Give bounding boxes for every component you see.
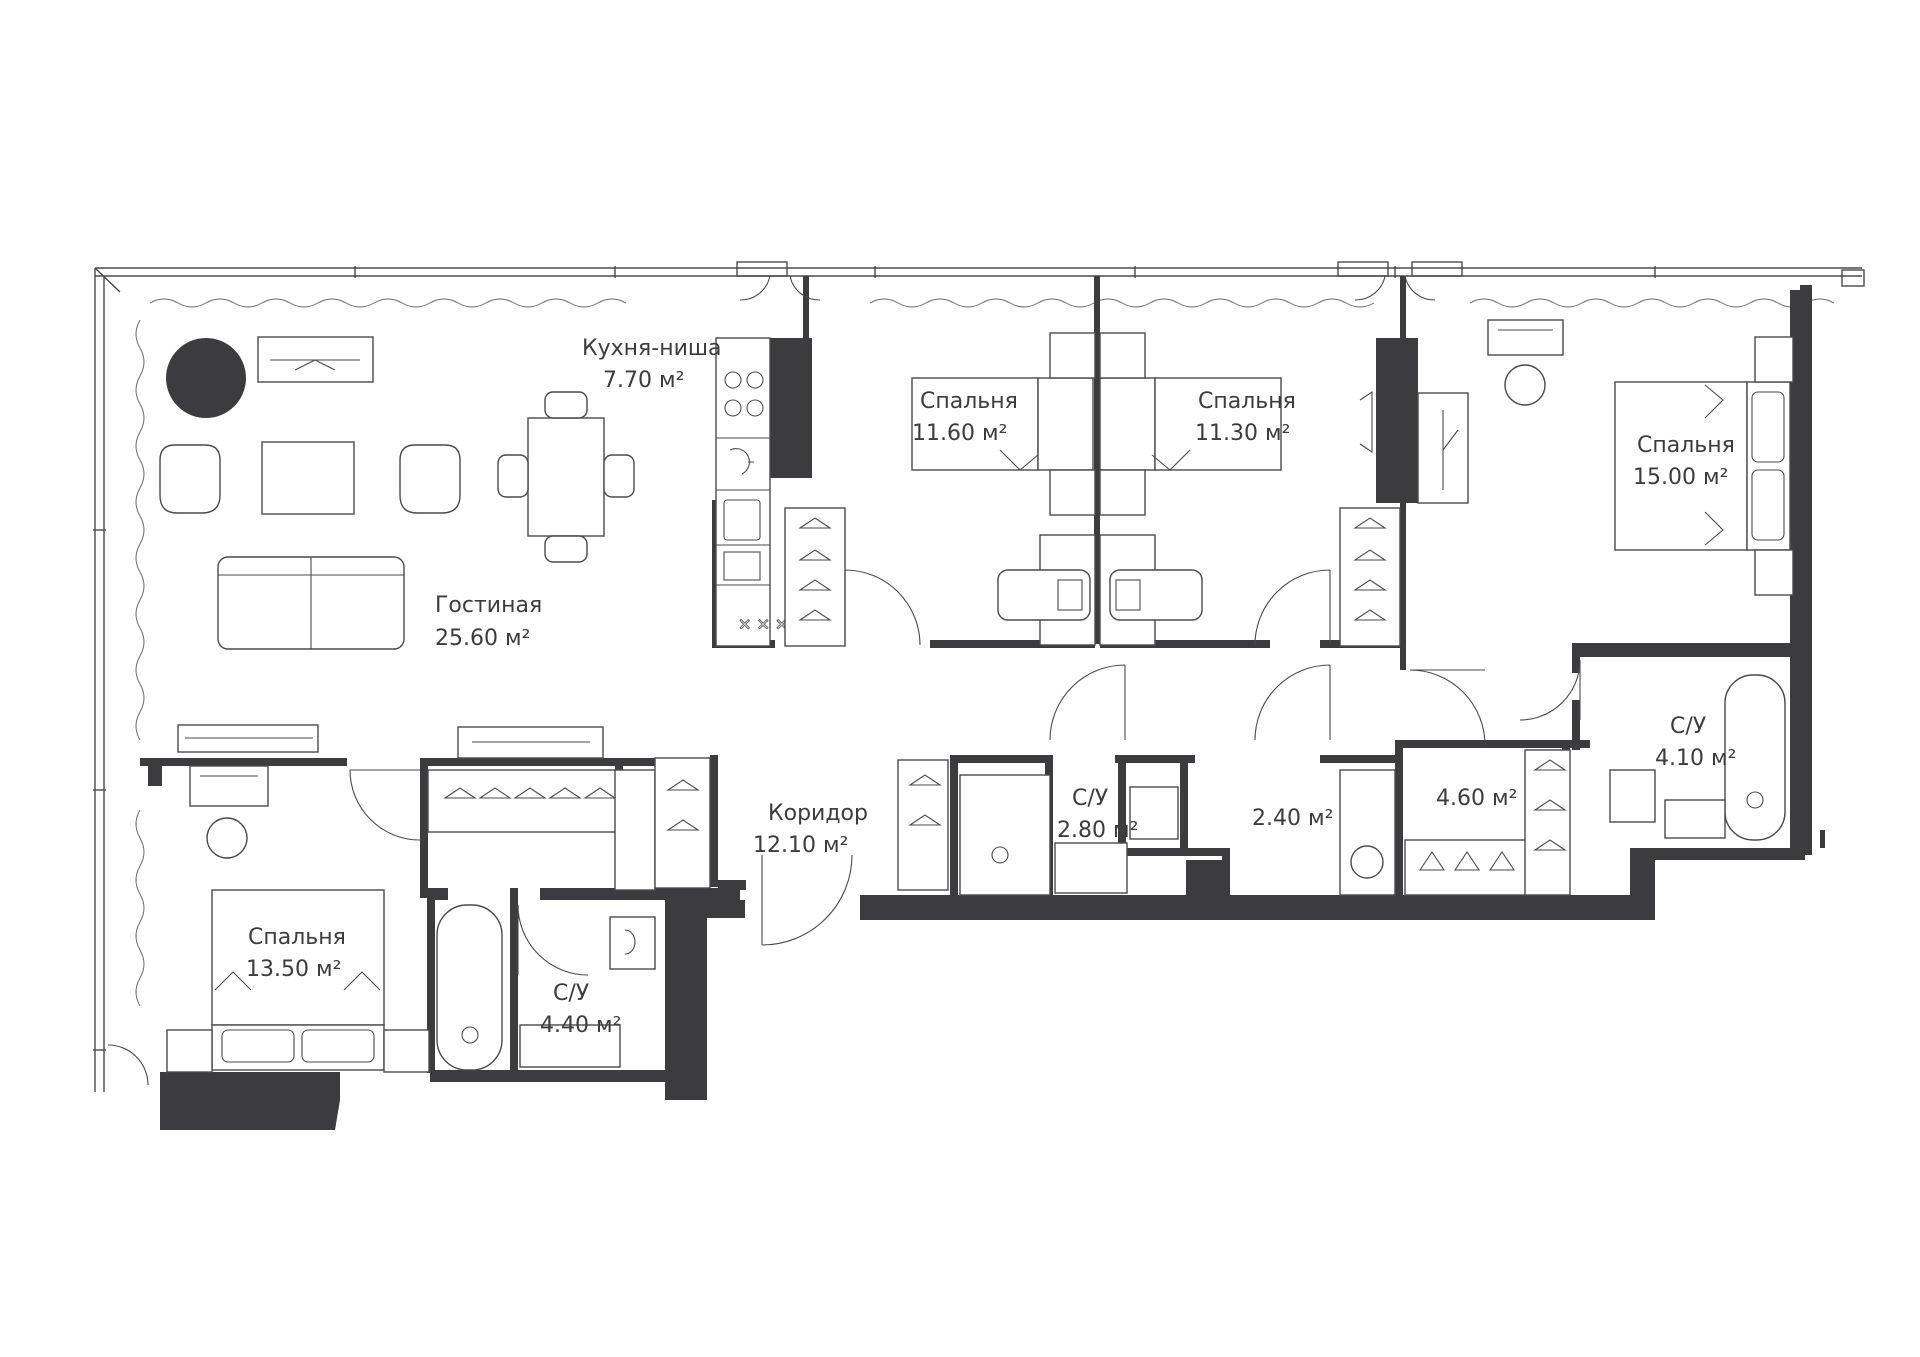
bedroom-2-area: 11.30 м² [1195, 421, 1290, 446]
bedroom-3-area: 15.00 м² [1633, 465, 1728, 490]
corridor-name: Коридор [768, 801, 868, 826]
bathroom-2-fixtures [959, 774, 1179, 896]
walls [140, 276, 1825, 1130]
bathroom-1-fixtures [436, 904, 656, 1071]
kitchen-name: Кухня-ниша [582, 336, 722, 361]
storage-1-area: 2.40 м² [1252, 806, 1333, 831]
living-furniture [159, 336, 635, 759]
wardrobe-center-right [1339, 390, 1469, 647]
living-area: 25.60 м² [435, 626, 530, 651]
exterior-glazing [93, 261, 1865, 1092]
doors [107, 275, 1581, 1086]
bath-3-area: 4.10 м² [1655, 746, 1736, 771]
curtains [135, 298, 1835, 1007]
bath-2-name: С/У [1072, 786, 1109, 811]
bath-3-name: С/У [1670, 714, 1707, 739]
bath-1-area: 4.40 м² [540, 1013, 621, 1038]
bath-2-area: 2.80 м² [1057, 818, 1138, 843]
wardrobe-lower-left [427, 757, 711, 891]
bathroom-3-fixtures [1609, 674, 1786, 841]
bedroom-1-furniture [911, 332, 1096, 646]
bedroom-1-area: 11.60 м² [912, 421, 1007, 446]
bedroom-2-furniture [1099, 332, 1282, 646]
storage-2-area: 4.60 м² [1436, 786, 1517, 811]
bedroom-2-name: Спальня [1198, 389, 1296, 414]
svg-text:✕ ✕ ✕: ✕ ✕ ✕ [738, 615, 788, 634]
bedroom-1-name: Спальня [920, 389, 1018, 414]
bedroom-3-name: Спальня [1637, 433, 1735, 458]
bedroom-4-furniture [166, 724, 430, 1073]
storage-fixtures [897, 749, 1571, 896]
corridor-area: 12.10 м² [753, 833, 848, 858]
kitchen-wardrobe [784, 507, 846, 647]
kitchen-area: 7.70 м² [603, 368, 684, 393]
room-labels: Кухня-ниша 7.70 м² Гостиная 25.60 м² Спа… [246, 336, 1736, 1038]
kitchen-counter: ✕ ✕ ✕ [715, 337, 789, 647]
bedroom-3-furniture [1487, 319, 1794, 596]
bedroom-4-area: 13.50 м² [246, 957, 341, 982]
bedroom-4-name: Спальня [248, 925, 346, 950]
living-name: Гостиная [435, 593, 542, 618]
bath-1-name: С/У [553, 981, 590, 1006]
